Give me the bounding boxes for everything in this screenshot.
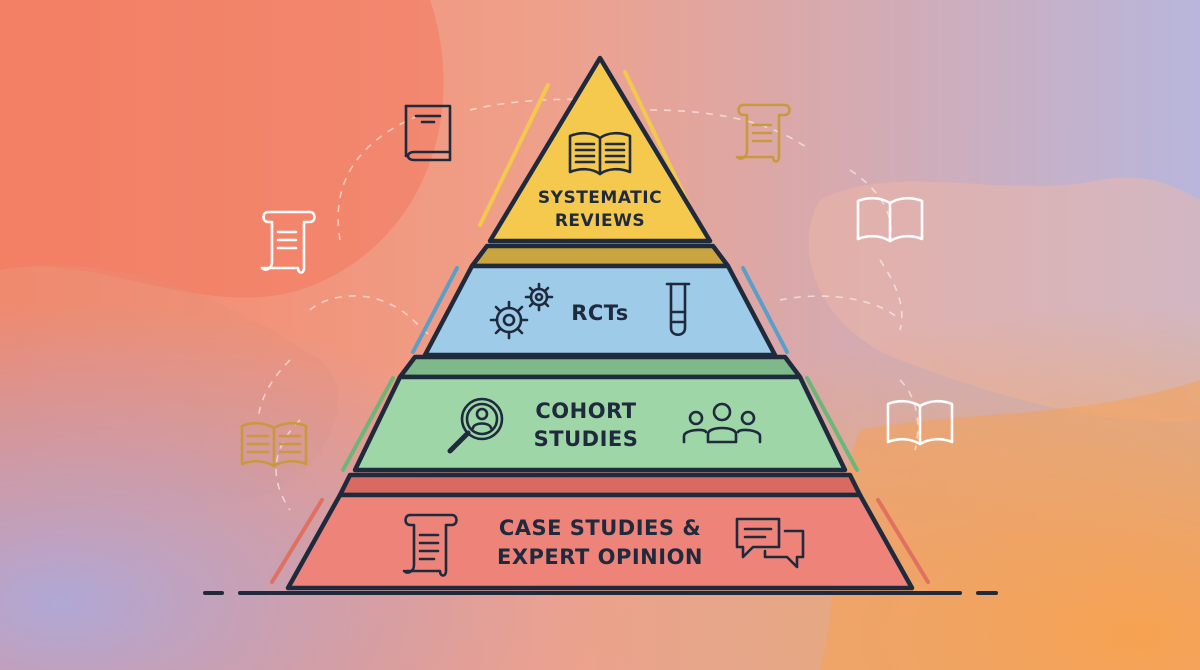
scroll-icon xyxy=(402,513,458,577)
book-icon xyxy=(404,104,452,162)
floating-icons xyxy=(240,103,954,468)
tier-label-rcts: RCTs xyxy=(571,301,629,325)
tier-label-case-line1: CASE STUDIES & xyxy=(499,516,701,540)
tier-label-cohort-line1: COHORT xyxy=(535,399,636,423)
scroll-icon xyxy=(260,210,316,274)
pyramid xyxy=(285,55,915,591)
open-book-icon xyxy=(568,131,632,176)
test-tube-icon xyxy=(665,282,691,337)
tier-label-cohort-line2: STUDIES xyxy=(534,427,639,451)
open-book-icon xyxy=(240,421,308,468)
gears-icon xyxy=(489,282,554,340)
scroll-icon xyxy=(735,103,791,163)
tier-label-case-line2: EXPERT OPINION xyxy=(497,545,703,569)
chat-bubbles-icon xyxy=(735,517,805,569)
group-icon xyxy=(682,402,762,444)
open-book-icon xyxy=(886,399,954,446)
tier-label-systematic-line1: SYSTEMATIC xyxy=(538,188,662,208)
magnifier-person-icon xyxy=(447,397,504,454)
open-book-icon xyxy=(856,196,924,243)
tier-label-systematic-line2: REVIEWS xyxy=(555,211,645,231)
tier-labels: SYSTEMATIC REVIEWS RCTs COHORT STUDIES C… xyxy=(497,188,703,569)
